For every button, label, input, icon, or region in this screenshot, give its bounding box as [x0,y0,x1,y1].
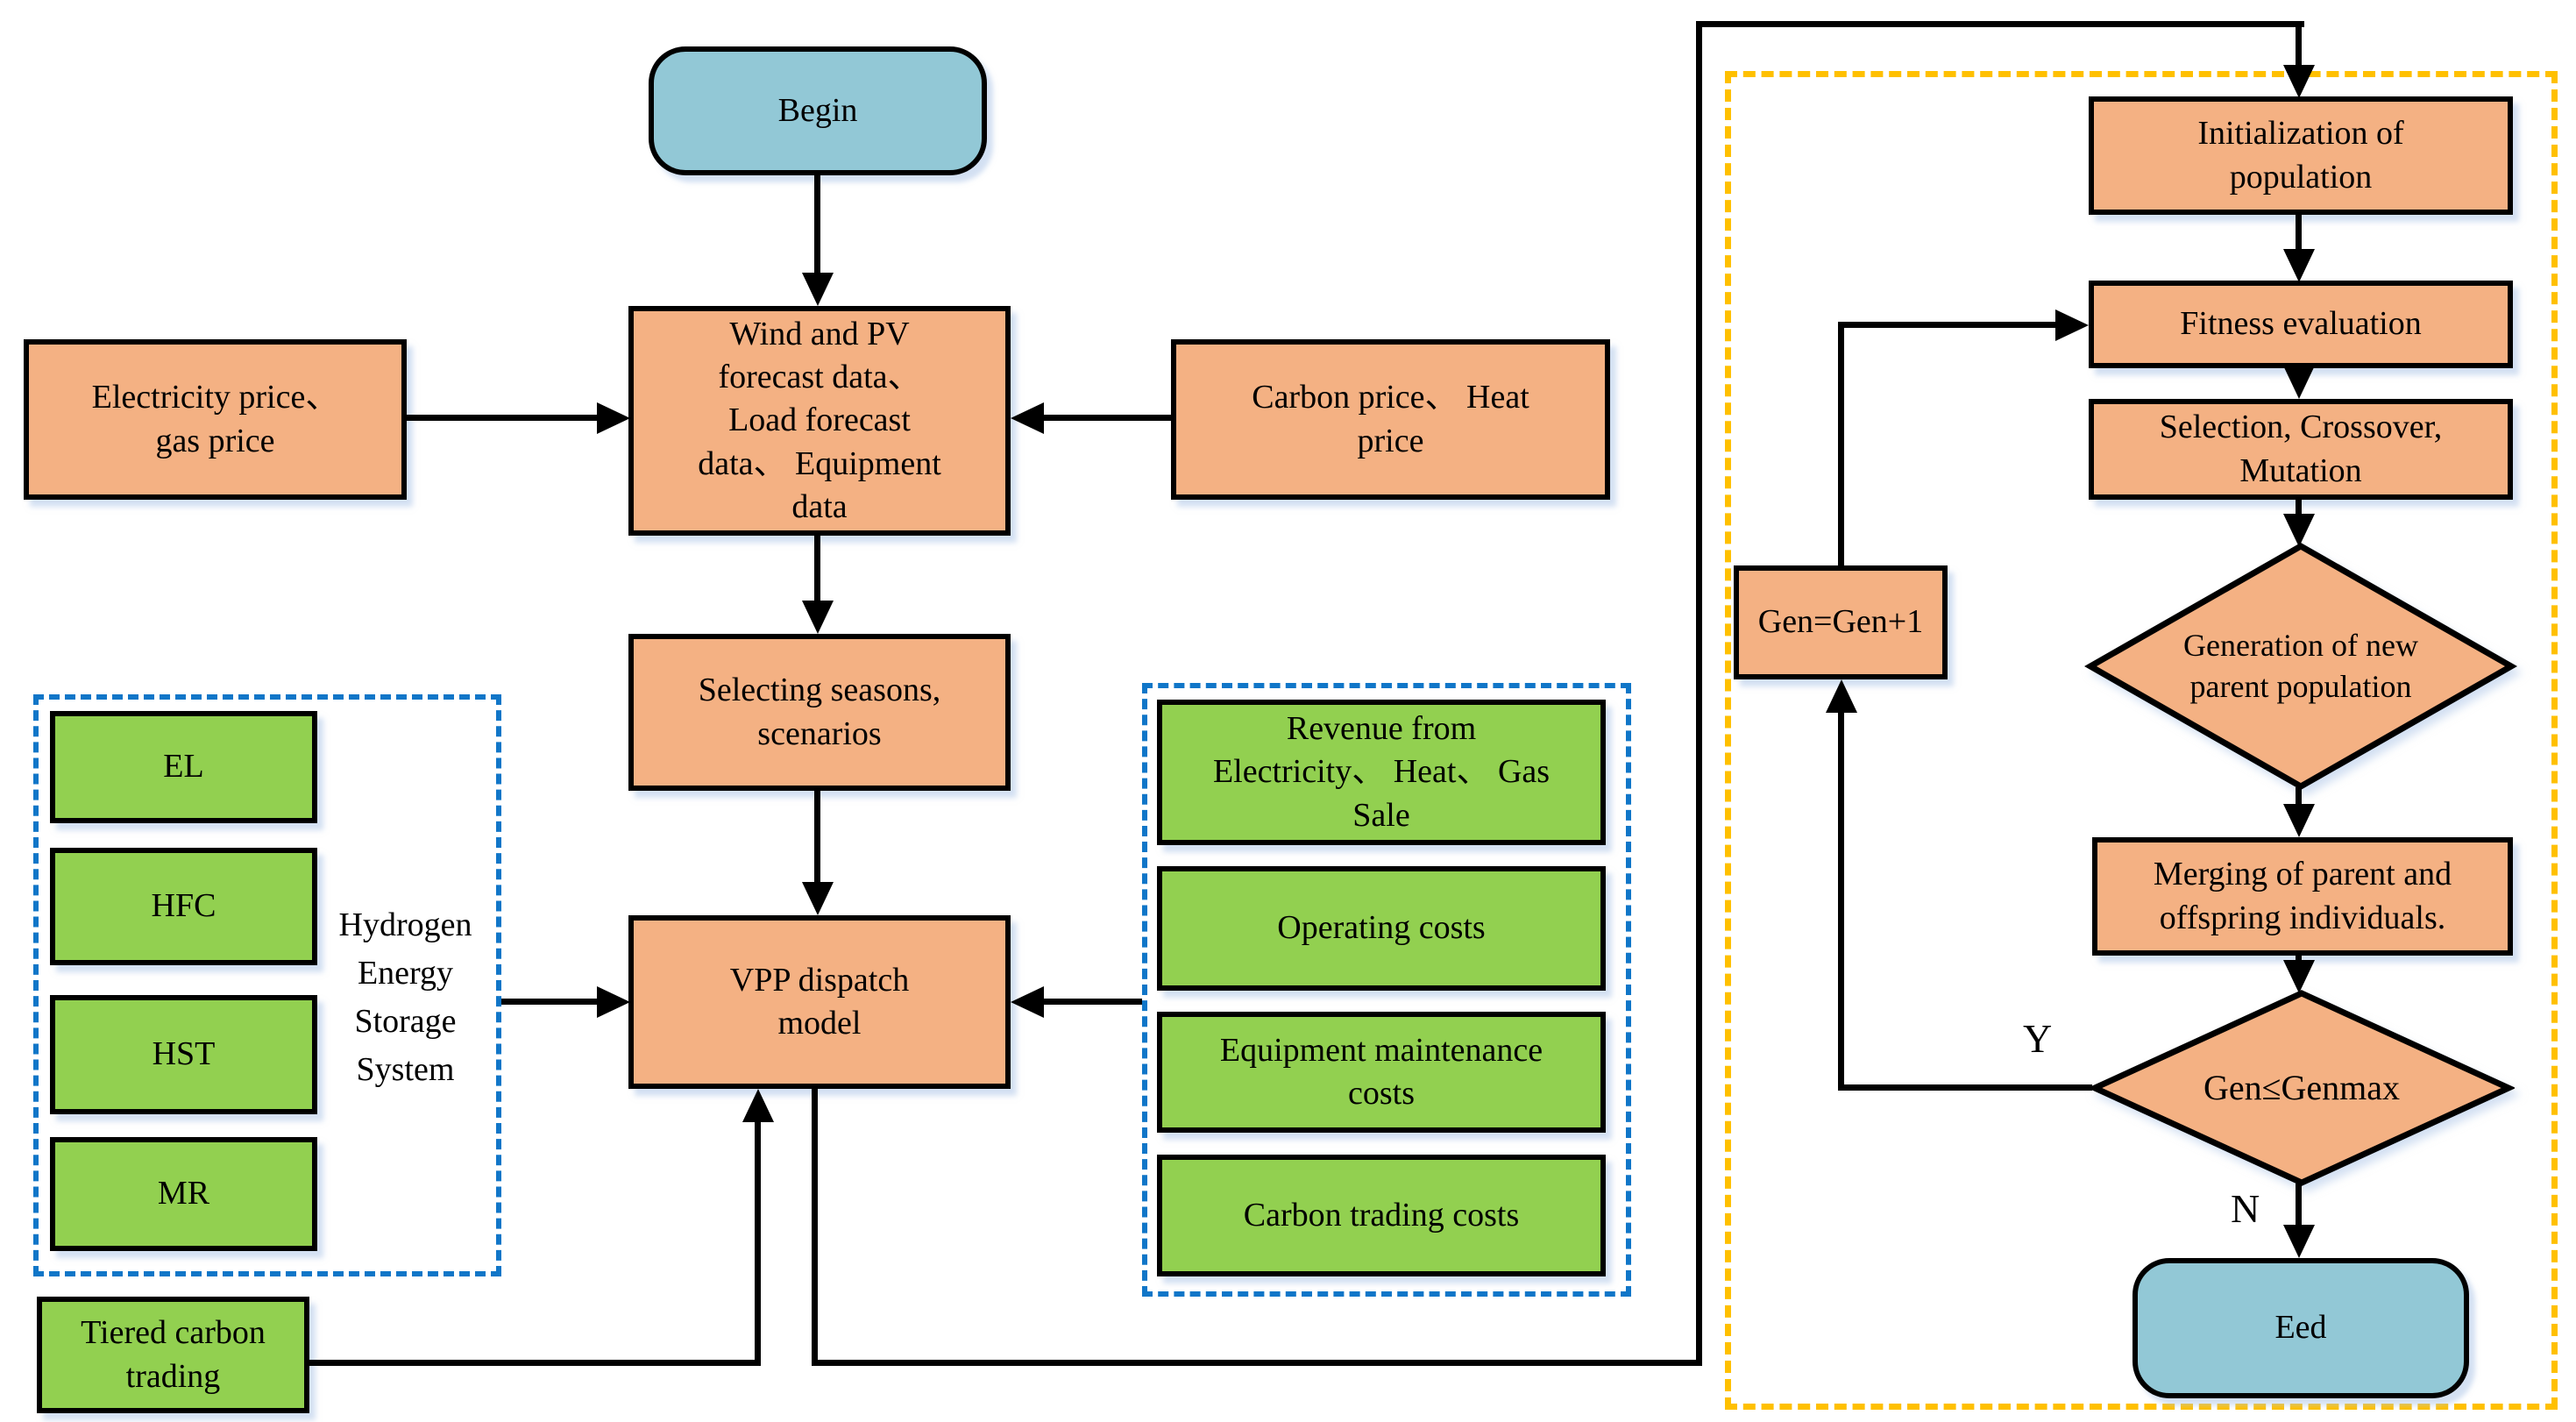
edge-begin-forecast-line [814,175,820,276]
operating-costs-node: Operating costs [1157,866,1606,991]
edge-costs-vpp-arrowhead [1011,986,1044,1018]
equipment-maintenance-node: Equipment maintenance costs [1157,1012,1606,1133]
edge-genupdate-fitness-vline [1838,322,1844,565]
generation-decision-label: Generation of new parent population [2183,628,2418,704]
edge-selection-diamond-line [2296,500,2302,517]
edge-carbonprice-forecast-arrowhead [1011,402,1044,434]
yes-branch-label: Y [2023,1016,2053,1061]
edge-merging-genmax-arrowhead [2283,960,2315,993]
edge-loop-into-init-line [2296,21,2302,67]
edge-tiered-vpp-vline [755,1120,761,1366]
begin-node: Begin [649,46,987,175]
edge-genupdate-fitness-hline [1838,322,2059,328]
edge-costs-vpp-line [1040,999,1142,1005]
forecast-data-node: Wind and PV forecast data、 Load forecast… [628,306,1011,536]
edge-selection-diamond-arrowhead [2283,514,2315,547]
edge-hess-vpp-arrowhead [597,986,630,1018]
end-node: Eed [2132,1258,2469,1398]
edge-genmax-genupdate-arrowhead [1826,679,1857,713]
genmax-decision-diamond: Gen≤Genmax [2089,989,2515,1187]
edge-selecting-vpp-arrowhead [802,882,834,915]
edge-init-fitness-line [2296,215,2302,254]
edge-vpp-loop-bottom-line [812,1360,1702,1366]
tiered-carbon-trading-node: Tiered carbon trading [37,1297,309,1413]
selection-crossover-node: Selection, Crossover, Mutation [2089,399,2513,500]
selecting-seasons-node: Selecting seasons, scenarios [628,634,1011,791]
hydrogen-storage-group-frame [33,694,501,1276]
edge-tiered-vpp-arrowhead [742,1089,774,1122]
edge-genmax-genupdate-vline [1838,710,1844,1091]
edge-vpp-loop-up-line [1696,21,1702,1366]
electricity-gas-price-node: Electricity price、 gas price [24,339,407,500]
edge-diamond-merging-arrowhead [2283,804,2315,837]
el-node: EL [50,711,317,823]
gen-update-node: Gen=Gen+1 [1734,565,1948,679]
initialization-node: Initialization of population [2089,96,2513,215]
edge-genmax-end-arrowhead [2283,1225,2315,1258]
edge-carbonprice-forecast-line [1040,415,1171,421]
edge-elecprice-forecast-arrowhead [597,402,630,434]
hfc-node: HFC [50,848,317,965]
genmax-decision-label: Gen≤Genmax [2203,1068,2401,1107]
edge-tiered-vpp-hline [309,1360,761,1366]
revenue-node: Revenue from Electricity、 Heat、 Gas Sale [1157,700,1606,845]
merging-node: Merging of parent and offspring individu… [2092,837,2513,956]
hydrogen-storage-group-label: Hydrogen Energy Storage System [338,907,472,1089]
fitness-evaluation-node: Fitness evaluation [2089,281,2513,368]
edge-hess-vpp-line [501,999,600,1005]
mr-node: MR [50,1137,317,1251]
carbon-heat-price-node: Carbon price、 Heat price [1171,339,1610,500]
costs-revenue-group-frame [1142,683,1631,1297]
edge-selecting-vpp-line [814,791,820,887]
genetic-algorithm-group-frame [1725,71,2558,1410]
edge-elecprice-forecast-line [407,415,600,421]
edge-loop-into-init-arrowhead [2283,65,2315,98]
edge-fitness-selection-arrowhead [2283,366,2315,399]
edge-vpp-loop-top-line [1696,21,2304,27]
no-branch-label: N [2231,1186,2260,1231]
edge-forecast-selecting-arrowhead [802,601,834,634]
edge-init-fitness-arrowhead [2283,249,2315,282]
generation-decision-diamond: Generation of new parent population [2084,542,2517,791]
edge-forecast-selecting-line [814,536,820,606]
edge-vpp-loop-down-line [812,1089,818,1366]
edge-begin-forecast-arrowhead [802,273,834,306]
edge-diamond-merging-line [2296,787,2302,809]
edge-genmax-end-line [2296,1184,2302,1229]
vpp-dispatch-model-node: VPP dispatch model [628,915,1011,1089]
edge-genupdate-fitness-arrowhead [2055,309,2089,341]
carbon-trading-costs-node: Carbon trading costs [1157,1155,1606,1276]
edge-genmax-genupdate-hline [1838,1084,2092,1091]
hst-node: HST [50,995,317,1114]
